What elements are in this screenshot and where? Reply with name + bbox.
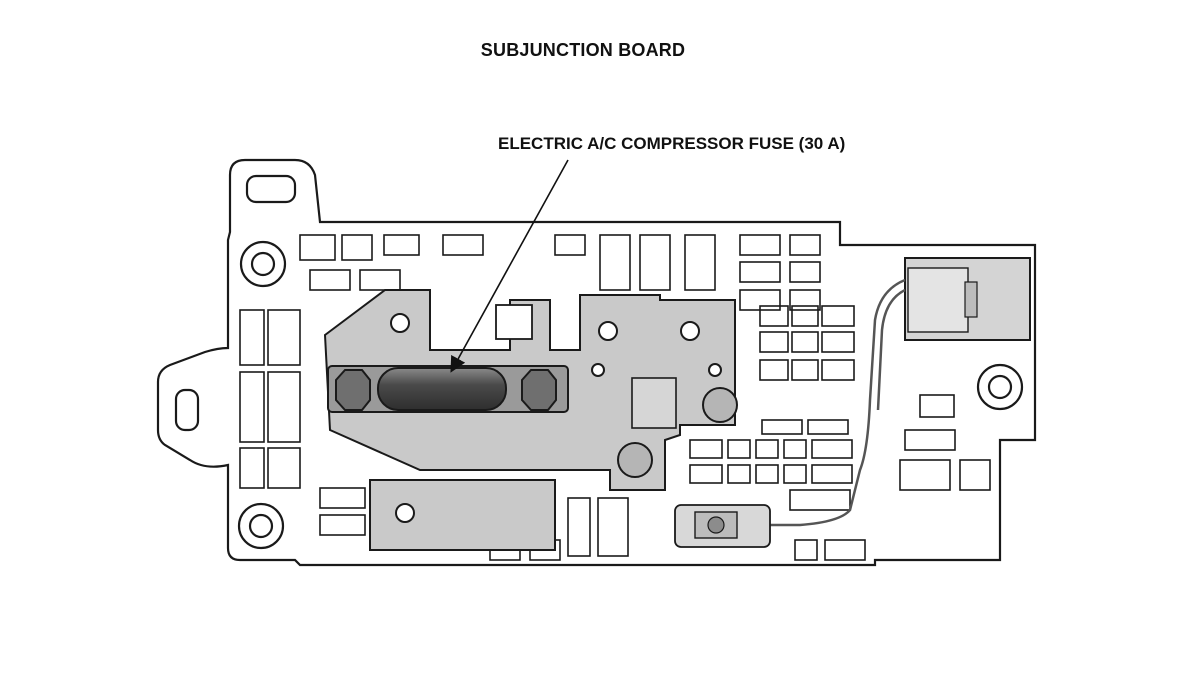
board-outline bbox=[156, 158, 1037, 567]
wire-harness bbox=[770, 278, 906, 527]
wire-connector bbox=[904, 257, 1031, 341]
sensor-module bbox=[674, 504, 771, 548]
callout-leader-line bbox=[450, 159, 569, 373]
cavity-grid bbox=[239, 234, 991, 561]
diagram-title: SUBJUNCTION BOARD bbox=[480, 40, 686, 60]
fuse[interactable] bbox=[327, 365, 569, 413]
fuse-callout-label: ELECTRIC A/C COMPRESSOR FUSE (30 A) bbox=[498, 134, 846, 153]
